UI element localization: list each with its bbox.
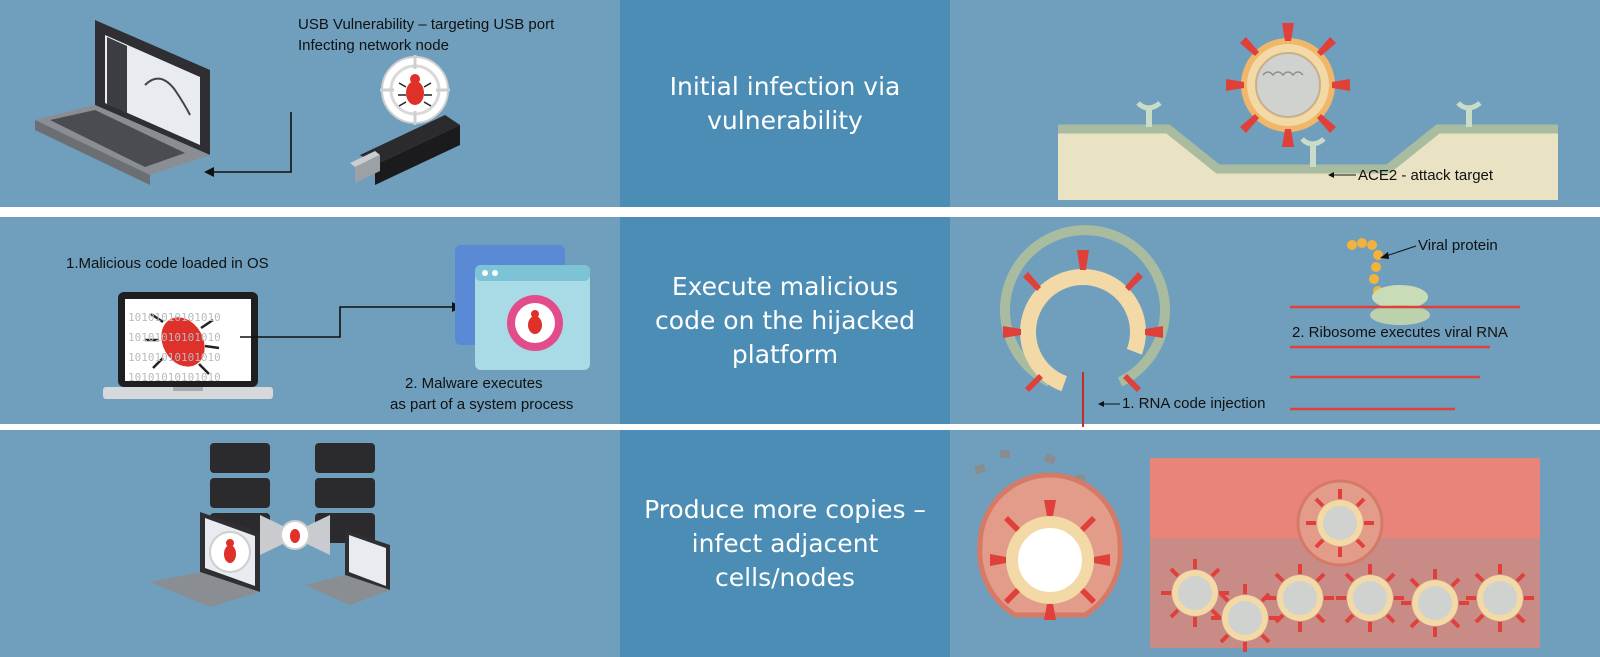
budding-virus-diagram	[973, 450, 1123, 620]
binary-code-text: 10101010101010	[128, 311, 221, 324]
usb-drive-icon	[350, 115, 460, 185]
usb-vulnerability-label: USB Vulnerability – targeting USB port	[298, 16, 555, 33]
network-hub-icon	[260, 515, 330, 555]
binary-code-text: 10101010101010	[128, 331, 221, 344]
infected-laptop-icon	[150, 512, 260, 607]
rna-injection-diagram	[1000, 225, 1170, 427]
malicious-code-label: 1.Malicious code loaded in OS	[66, 255, 269, 272]
infection-arrow	[204, 112, 292, 177]
ace2-label: ACE2 - attack target	[1358, 167, 1494, 184]
panel-title	[620, 217, 950, 424]
bug-target-icon	[380, 55, 450, 125]
viral-protein-pointer-arrow	[1380, 245, 1417, 259]
binary-code-text: 10101010101010	[128, 371, 221, 384]
ace2-pointer-arrow	[1328, 172, 1356, 178]
rna-injection-label: 1. RNA code injection	[1122, 395, 1266, 412]
panel-title	[620, 430, 950, 657]
row-title: Produce more copies – infect adjacent ce…	[644, 494, 926, 592]
execution-arrow	[240, 302, 462, 338]
cell-membrane-diagram	[1058, 23, 1558, 200]
laptop-icon	[35, 20, 210, 185]
system-process-icon	[455, 245, 590, 370]
row-execute-code: Execute malicious code on the hijacked p…	[0, 217, 1600, 427]
row-initial-infection: Initial infection via vulnerability USB …	[0, 0, 1600, 207]
network-node-label: Infecting network node	[298, 37, 449, 54]
viral-protein-label: Viral protein	[1418, 237, 1498, 254]
infected-laptop-icon	[103, 292, 273, 399]
row-title: Initial infection via vulnerability	[669, 71, 901, 135]
laptop-icon	[305, 530, 390, 605]
virus-copies-diagram	[1150, 458, 1540, 652]
system-process-label: as part of a system process	[390, 396, 574, 413]
row-title: Execute malicious code on the hijacked p…	[655, 271, 915, 369]
row-produce-copies: Produce more copies – infect adjacent ce…	[0, 430, 1600, 657]
ribosome-diagram	[1290, 238, 1520, 411]
malware-executes-label: 2. Malware executes	[405, 375, 543, 392]
panel-title	[620, 0, 950, 207]
rna-pointer-arrow	[1098, 401, 1120, 407]
binary-code-text: 10101010101010	[128, 351, 221, 364]
ribosome-label: 2. Ribosome executes viral RNA	[1292, 324, 1508, 341]
